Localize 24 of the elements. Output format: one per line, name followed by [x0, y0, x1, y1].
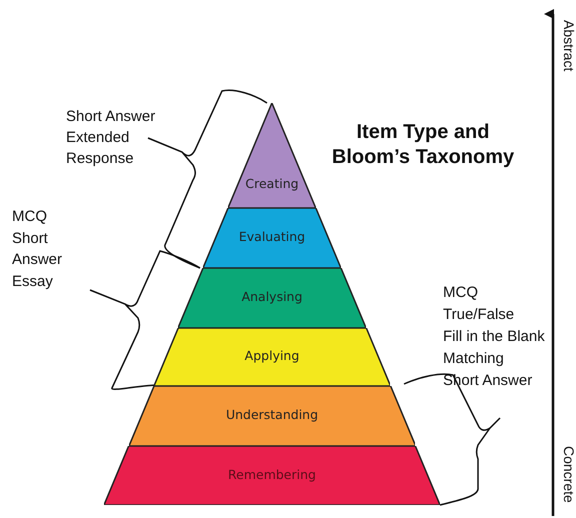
level-label: Understanding [224, 407, 320, 422]
item-type-text: Essay [12, 272, 54, 292]
title: Item Type and Bloom’s Taxonomy [330, 120, 516, 170]
axis-label: Concrete [561, 446, 576, 503]
item-type-text: Extended Response [66, 128, 135, 169]
level-label: Remembering [227, 466, 317, 482]
item-type-text: Short Answer [12, 229, 64, 270]
pyramid-level [128, 386, 416, 446]
item-type-text: Short Answer [66, 107, 156, 127]
item-type-text: Matching [443, 349, 505, 369]
item-type-text: Fill in the Blank [443, 327, 546, 347]
pyramid-level [203, 208, 341, 268]
pyramid-level [154, 328, 390, 386]
item-type-text: MCQ [443, 283, 479, 303]
axis-label: Abstract [561, 20, 576, 72]
level-label: Analysing [240, 289, 304, 304]
level-label: Creating [244, 176, 300, 191]
level-label: Applying [244, 348, 300, 363]
level-label: Evaluating [238, 229, 306, 244]
pyramid-level [178, 268, 366, 328]
item-type-text: MCQ [12, 207, 48, 227]
pyramid-top-level [228, 103, 316, 208]
item-type-text: True/False [443, 305, 516, 325]
pyramid-level [104, 446, 440, 505]
